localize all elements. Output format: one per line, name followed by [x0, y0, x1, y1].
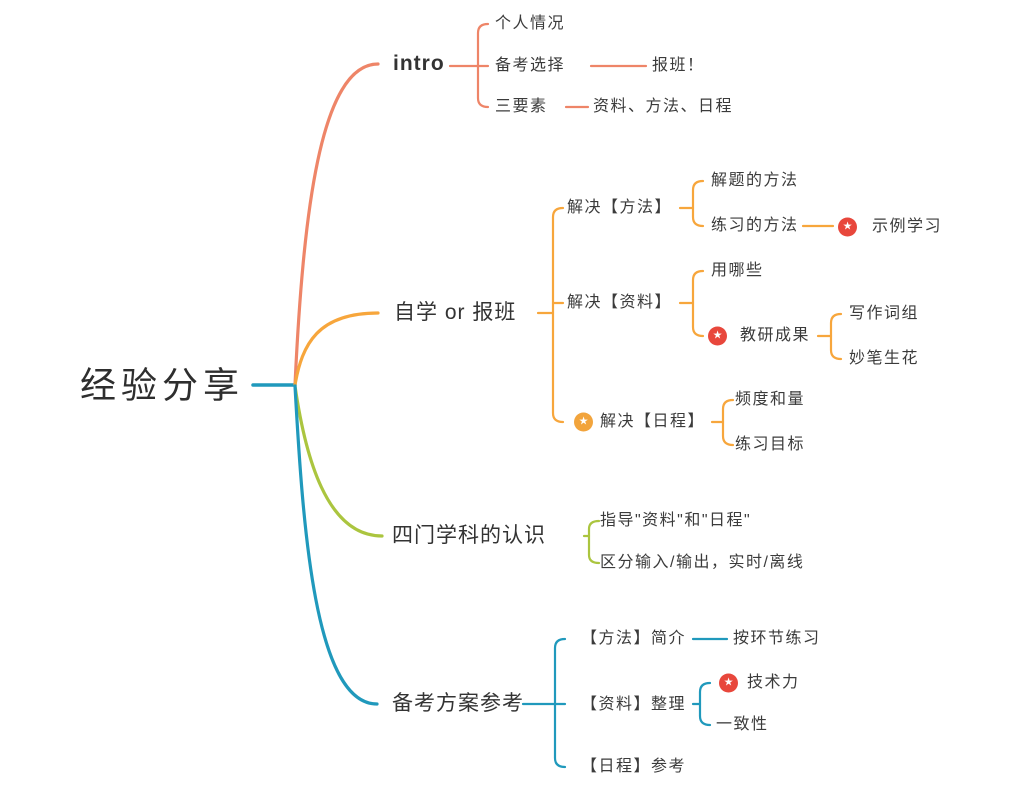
- topic-which-to-use[interactable]: 用哪些: [711, 261, 764, 279]
- connector: [698, 681, 712, 727]
- topic-plan[interactable]: 备考方案参考: [392, 691, 524, 715]
- topic-root[interactable]: 经验分享: [80, 364, 245, 406]
- connector: [553, 637, 567, 769]
- topic-consistency[interactable]: 一致性: [716, 715, 769, 733]
- topic-practice-goals[interactable]: 练习目标: [735, 435, 806, 453]
- branch-curve-subjects: [293, 384, 384, 538]
- star-icon[interactable]: ★: [838, 217, 857, 237]
- star-icon[interactable]: ★: [708, 326, 727, 346]
- connector: [721, 398, 735, 447]
- topic-schedule-reference[interactable]: 【日程】参考: [581, 757, 687, 775]
- topic-intro[interactable]: intro: [393, 51, 445, 75]
- topic-enroll-class[interactable]: 报班！: [652, 56, 705, 74]
- topic-example-learning[interactable]: 示例学习: [872, 217, 943, 235]
- topic-problem-solving-method[interactable]: 解题的方法: [711, 171, 799, 189]
- star-icon[interactable]: ★: [574, 412, 593, 432]
- topic-practice-by-stage[interactable]: 按环节练习: [733, 629, 821, 647]
- topic-personal-situation[interactable]: 个人情况: [495, 14, 566, 32]
- connector: [691, 269, 705, 338]
- topic-materials-organize[interactable]: 【资料】整理: [581, 695, 687, 713]
- branch-curve-self-study: [293, 311, 380, 387]
- topic-solve-schedule[interactable]: 解决【日程】: [600, 412, 706, 430]
- topic-brilliant-writing[interactable]: 妙笔生花: [849, 349, 920, 367]
- topic-frequency-volume[interactable]: 频度和量: [735, 390, 806, 408]
- topic-practice-method[interactable]: 练习的方法: [711, 216, 799, 234]
- topic-self-study[interactable]: 自学 or 报班: [394, 300, 517, 324]
- topic-research-results[interactable]: 教研成果: [740, 326, 811, 344]
- topic-materials-methods-schedule[interactable]: 资料、方法、日程: [593, 97, 734, 115]
- topic-input-output-realtime-offline[interactable]: 区分输入/输出，实时/离线: [600, 553, 805, 571]
- branch-curve-intro: [293, 62, 380, 387]
- topic-solve-materials[interactable]: 解决【资料】: [567, 293, 673, 311]
- topic-writing-phrases[interactable]: 写作词组: [849, 304, 920, 322]
- star-icon[interactable]: ★: [719, 673, 738, 693]
- branch-curve-plan: [293, 384, 379, 706]
- topic-method-intro[interactable]: 【方法】简介: [581, 629, 687, 647]
- connector: [691, 179, 705, 228]
- topic-guide-materials-schedule[interactable]: 指导"资料"和"日程": [600, 511, 752, 529]
- connector: [551, 206, 565, 424]
- topic-solve-method[interactable]: 解决【方法】: [567, 198, 673, 216]
- connector: [829, 312, 843, 361]
- topic-three-elements[interactable]: 三要素: [495, 97, 548, 115]
- connector: [587, 519, 601, 565]
- topic-technical-skill[interactable]: 技术力: [747, 673, 800, 691]
- topic-prep-choice[interactable]: 备考选择: [495, 56, 566, 74]
- topic-subjects[interactable]: 四门学科的认识: [392, 523, 546, 547]
- connector: [476, 22, 490, 109]
